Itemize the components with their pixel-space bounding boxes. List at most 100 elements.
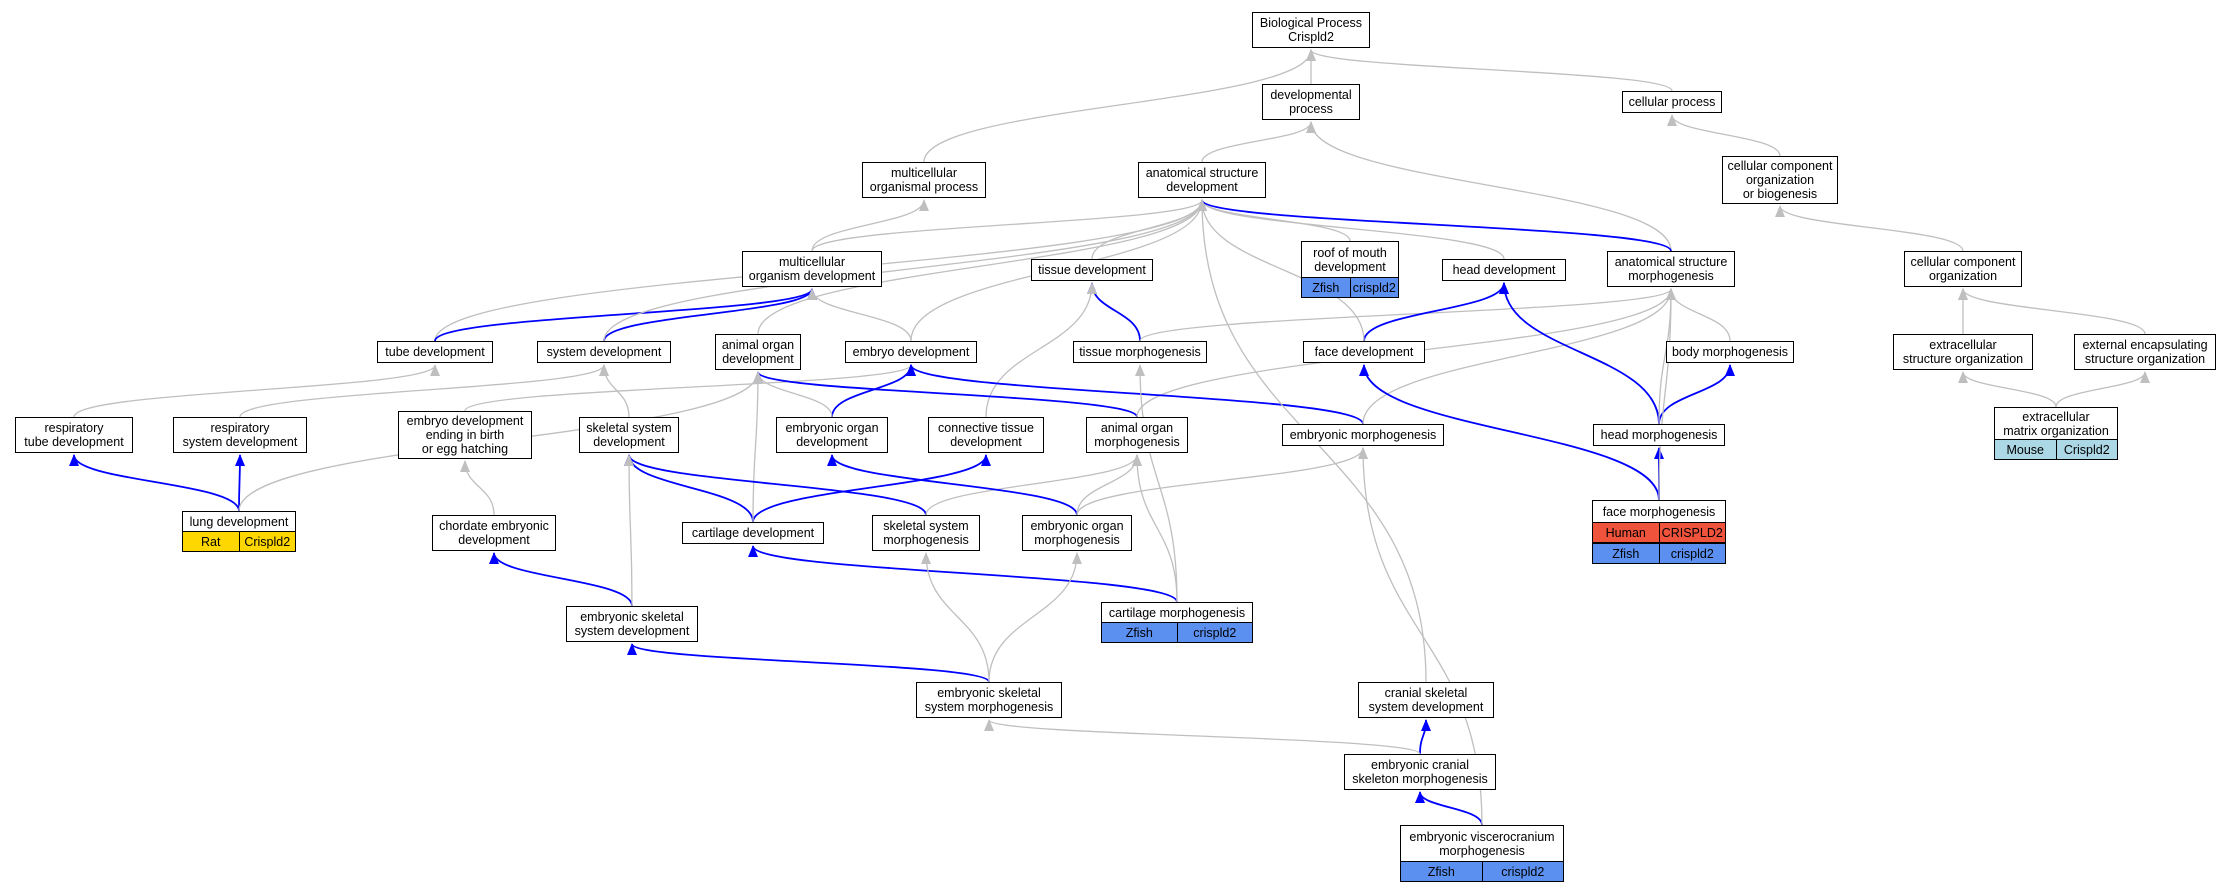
is-a-edge xyxy=(1132,454,1178,603)
is-a-edge xyxy=(985,282,1097,418)
node-chordate-embryonic-development[interactable]: chordate embryonic development xyxy=(432,515,556,551)
node-cellular-component-organization-or-biogenesis[interactable]: cellular component organization or bioge… xyxy=(1722,156,1838,204)
annotation-species: Zfish xyxy=(1593,544,1659,563)
node-cellular-process[interactable]: cellular process xyxy=(1622,91,1722,113)
node-connective-tissue-development[interactable]: connective tissue development xyxy=(928,417,1044,453)
node-multicellular-organismal-process[interactable]: multicellular organismal process xyxy=(862,162,986,198)
node-respiratory-tube-development[interactable]: respiratory tube development xyxy=(15,417,133,453)
node-system-development[interactable]: system development xyxy=(537,341,671,363)
part-of-edge xyxy=(624,454,927,516)
is-a-edge xyxy=(807,288,912,342)
annotation-gene: crispld2 xyxy=(1349,278,1398,297)
is-a-edge xyxy=(73,364,440,418)
annotation-row: Mouse Crispld2 xyxy=(1994,439,2118,460)
node-face-morphogenesis[interactable]: face morphogenesis xyxy=(1592,500,1726,522)
part-of-edge xyxy=(906,364,1364,425)
node-embryonic-skeletal-system-development[interactable]: embryonic skeletal system development xyxy=(566,606,698,642)
is-a-edge xyxy=(925,454,1142,516)
node-embryonic-morphogenesis[interactable]: embryonic morphogenesis xyxy=(1282,424,1444,446)
is-a-edge xyxy=(988,552,1082,683)
part-of-edge xyxy=(627,643,990,683)
node-roof-of-mouth-development[interactable]: roof of mouth development xyxy=(1301,241,1399,277)
is-a-edge xyxy=(984,719,1421,755)
is-a-edge xyxy=(1306,49,1673,92)
annotation-species: Human xyxy=(1593,523,1659,542)
node-head-development[interactable]: head development xyxy=(1442,259,1566,281)
node-respiratory-system-development[interactable]: respiratory system development xyxy=(173,417,307,453)
is-a-edge xyxy=(1306,121,1672,252)
is-a-edge xyxy=(1197,199,1505,260)
part-of-edge xyxy=(69,454,240,512)
node-tissue-morphogenesis[interactable]: tissue morphogenesis xyxy=(1073,341,1207,363)
node-embryo-development[interactable]: embryo development xyxy=(845,341,977,363)
is-a-edge xyxy=(923,49,1316,163)
node-anatomical-structure-morphogenesis[interactable]: anatomical structure morphogenesis xyxy=(1607,251,1735,287)
node-skeletal-system-development[interactable]: skeletal system development xyxy=(579,417,679,453)
is-a-edge xyxy=(1135,364,1178,603)
node-skeletal-system-morphogenesis[interactable]: skeletal system morphogenesis xyxy=(872,515,980,551)
node-embryo-development-ending-in-birth[interactable]: embryo development ending in birth or eg… xyxy=(398,411,532,459)
node-extracellular-structure-organization[interactable]: extracellular structure organization xyxy=(1893,334,2033,370)
is-a-edge xyxy=(1197,199,1365,342)
is-a-edge xyxy=(1076,447,1368,516)
is-a-edge xyxy=(603,199,1207,342)
node-tissue-development[interactable]: tissue development xyxy=(1031,259,1153,281)
is-a-edge xyxy=(1139,288,1676,342)
node-embryonic-cranial-skeleton-morphogenesis[interactable]: embryonic cranial skeleton morphogenesis xyxy=(1344,754,1496,790)
node-animal-organ-morphogenesis[interactable]: animal organ morphogenesis xyxy=(1086,417,1188,453)
node-embryonic-skeletal-system-morphogenesis[interactable]: embryonic skeletal system morphogenesis xyxy=(916,682,1062,718)
part-of-edge xyxy=(1499,282,1660,425)
part-of-edge xyxy=(1363,282,1509,342)
is-a-edge xyxy=(1958,288,2146,335)
is-a-edge xyxy=(921,552,990,683)
is-a-edge xyxy=(599,364,630,418)
node-anatomical-structure-development[interactable]: anatomical structure development xyxy=(1138,162,1266,198)
is-a-edge xyxy=(1658,288,1676,501)
is-a-edge xyxy=(1362,288,1676,425)
part-of-edge xyxy=(1419,719,1431,755)
is-a-edge xyxy=(460,460,495,516)
is-a-edge xyxy=(811,199,1207,252)
part-of-edge xyxy=(753,371,1138,418)
is-a-edge xyxy=(464,364,916,412)
node-external-encapsulating-structure-organization[interactable]: external encapsulating structure organiz… xyxy=(2074,334,2216,370)
node-head-morphogenesis[interactable]: head morphogenesis xyxy=(1593,424,1725,446)
annotation-gene: crispld2 xyxy=(1658,544,1725,563)
part-of-edge xyxy=(1658,364,1735,425)
node-tube-development[interactable]: tube development xyxy=(377,341,493,363)
node-developmental-process[interactable]: developmental process xyxy=(1262,84,1360,120)
part-of-edge xyxy=(624,454,754,523)
part-of-edge xyxy=(752,454,991,523)
node-lung-development[interactable]: lung development xyxy=(182,511,296,531)
node-cartilage-morphogenesis[interactable]: cartilage morphogenesis xyxy=(1101,602,1253,622)
node-embryonic-organ-development[interactable]: embryonic organ development xyxy=(776,417,888,453)
part-of-edge xyxy=(827,454,1078,516)
annotation-row: Zfish crispld2 xyxy=(1101,622,1253,643)
is-a-edge xyxy=(624,454,635,607)
node-animal-organ-development[interactable]: animal organ development xyxy=(715,334,801,370)
annotation-species: Rat xyxy=(183,532,239,551)
node-embryonic-organ-morphogenesis[interactable]: embryonic organ morphogenesis xyxy=(1022,515,1132,551)
node-body-morphogenesis[interactable]: body morphogenesis xyxy=(1666,341,1794,363)
is-a-edge xyxy=(1775,205,1964,252)
node-embryonic-viscerocranium-morphogenesis[interactable]: embryonic viscerocranium morphogenesis xyxy=(1400,825,1564,861)
annotation-gene: crispld2 xyxy=(1481,862,1563,881)
annotation-species: Mouse xyxy=(1995,440,2056,459)
node-extracellular-matrix-organization[interactable]: extracellular matrix organization xyxy=(1994,407,2118,439)
annotation-gene: CRISPLD2 xyxy=(1658,523,1725,542)
is-a-edge xyxy=(2055,371,2150,408)
node-face-development[interactable]: face development xyxy=(1303,341,1425,363)
annotation-row: Human CRISPLD2 xyxy=(1592,522,1726,543)
is-a-edge xyxy=(757,199,1207,335)
annotation-row: Zfish crispld2 xyxy=(1301,277,1399,298)
annotation-species: Zfish xyxy=(1401,862,1482,881)
node-biological-process[interactable]: Biological Process Crispld2 xyxy=(1252,12,1370,48)
node-cartilage-development[interactable]: cartilage development xyxy=(682,522,824,544)
part-of-edge xyxy=(489,552,633,607)
node-cellular-component-organization[interactable]: cellular component organization xyxy=(1904,251,2022,287)
part-of-edge xyxy=(434,288,817,342)
node-multicellular-organism-development[interactable]: multicellular organism development xyxy=(742,251,882,287)
part-of-edge xyxy=(234,454,245,512)
annotation-species: Zfish xyxy=(1302,278,1350,297)
node-cranial-skeletal-system-development[interactable]: cranial skeletal system development xyxy=(1358,682,1494,718)
